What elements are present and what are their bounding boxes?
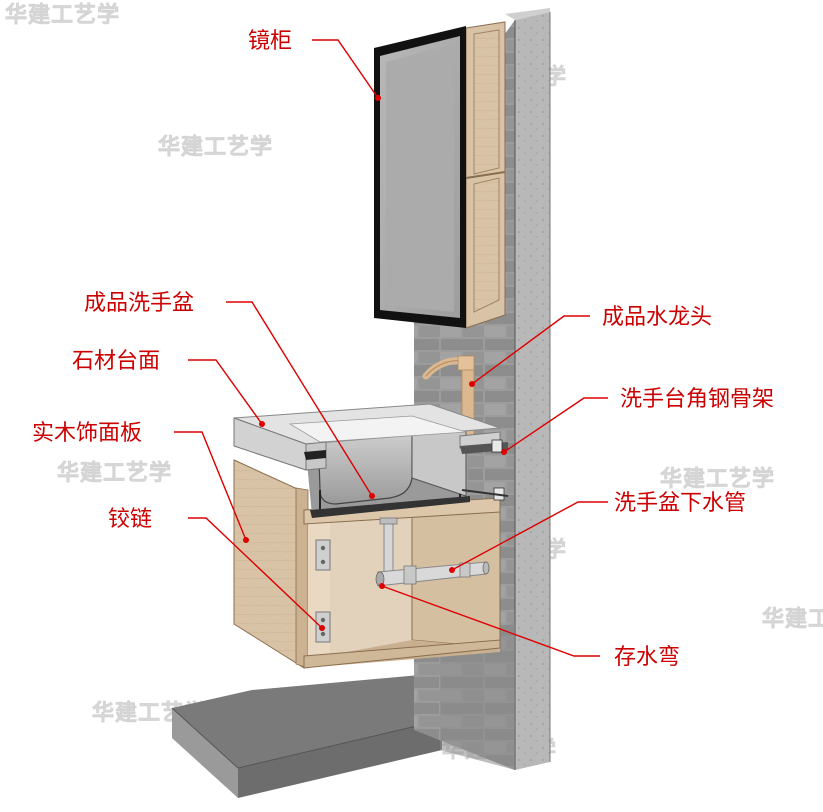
leader-wood-panel (174, 431, 247, 541)
floor-slab (171, 672, 443, 798)
label-wood-panel: 实木饰面板 (32, 421, 142, 446)
callout-labels: 镜柜 成品洗手盆 石材台面 实木饰面板 铰链 成品水龙头 洗手台角钢骨架 洗手盆… (32, 29, 774, 670)
leader-dot (501, 449, 507, 455)
vanity-cabinet (233, 459, 501, 669)
leader-angle-steel-frame (503, 397, 608, 453)
watermark-text: 华建工艺学 (158, 134, 273, 160)
watermark-text: 华建工艺学 (57, 460, 172, 486)
leader-dots (243, 95, 507, 631)
leader-drain-pipe (451, 501, 608, 571)
leader-stone-countertop (188, 359, 263, 425)
angle-steel-frame (460, 439, 509, 501)
hinge-upper (315, 539, 331, 571)
leader-basin (226, 301, 373, 497)
watermark-text: 华建工艺学 (5, 2, 120, 28)
leader-dot (379, 583, 385, 589)
label-p-trap: 存水弯 (614, 645, 680, 670)
leader-dot (243, 537, 249, 543)
watermark-text: 华建工艺学 (762, 606, 823, 632)
leader-dot (319, 625, 325, 631)
drain-pipe (375, 517, 490, 587)
mirror-cabinet (374, 21, 506, 329)
label-mirror-cabinet: 镜柜 (248, 29, 292, 54)
label-stone-countertop: 石材台面 (72, 349, 160, 374)
label-hinge: 铰链 (108, 507, 152, 532)
watermark-text: 华建工艺学 (660, 466, 775, 492)
label-drain-pipe: 洗手盆下水管 (614, 491, 746, 516)
leader-dot (469, 381, 475, 387)
leader-p-trap (381, 585, 600, 657)
leader-hinge (188, 517, 323, 629)
label-faucet: 成品水龙头 (602, 305, 712, 330)
leader-lines (174, 39, 608, 657)
leader-dot (369, 493, 375, 499)
label-angle-steel-frame: 洗手台角钢骨架 (620, 387, 774, 412)
leader-dot (259, 421, 265, 427)
leader-dot (449, 567, 455, 573)
leader-mirror-cabinet (312, 39, 379, 99)
leader-faucet (471, 315, 590, 385)
leader-dot (375, 95, 381, 101)
label-basin: 成品洗手盆 (84, 291, 194, 316)
